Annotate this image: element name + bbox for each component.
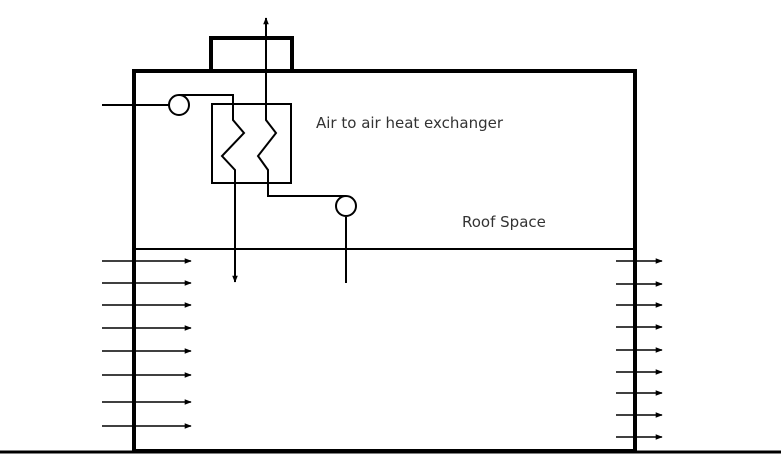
intake-fan-icon (168, 94, 190, 116)
heat-exchanger-box (211, 103, 292, 184)
exhaust-air-path (256, 17, 346, 197)
heat-exchanger-label: Air to air heat exchanger (316, 114, 504, 132)
right-airflow-arrows (616, 258, 663, 440)
extract-fan-icon (335, 195, 357, 217)
roof-space-label: Roof Space (462, 213, 546, 231)
roof-vent-housing (209, 36, 294, 71)
left-airflow-arrows (102, 258, 192, 429)
supply-air-path (179, 94, 246, 283)
